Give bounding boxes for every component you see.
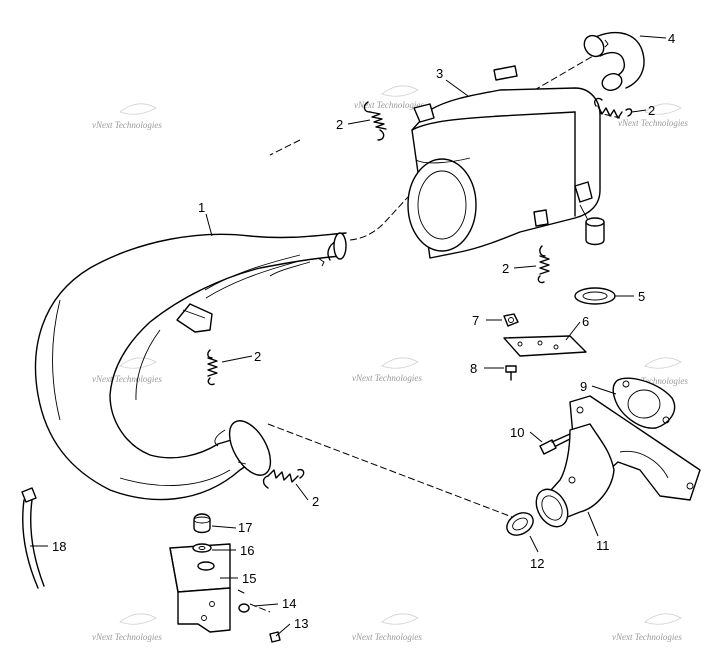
nut bbox=[503, 313, 519, 327]
silencer-tailpipe bbox=[583, 31, 645, 91]
watermark-text: vNext Technologies bbox=[354, 100, 424, 110]
silencer-grommet bbox=[574, 204, 616, 305]
bracket bbox=[503, 335, 587, 357]
callout-11: 11 bbox=[596, 538, 610, 553]
watermark-text: vNext Technologies bbox=[92, 632, 162, 642]
callouts: 1 2 2 2 2 2 3 4 5 6 7 8 9 10 11 12 13 14… bbox=[52, 31, 675, 631]
callout-17: 17 bbox=[238, 520, 252, 535]
watermark-text: vNext Technologies bbox=[612, 632, 682, 642]
callout-3: 3 bbox=[436, 66, 443, 81]
callout-6: 6 bbox=[582, 314, 589, 329]
watermark: vNext Technologies bbox=[92, 613, 162, 642]
callout-16: 16 bbox=[240, 543, 254, 558]
callout-2: 2 bbox=[336, 117, 343, 132]
callout-5: 5 bbox=[638, 289, 645, 304]
watermark-text: vNext Technologies bbox=[92, 374, 162, 384]
screw bbox=[505, 365, 517, 381]
washer bbox=[238, 603, 250, 613]
watermark: vNext Technologies bbox=[618, 103, 688, 128]
stud bbox=[539, 433, 573, 455]
callout-2: 2 bbox=[648, 103, 655, 118]
callout-8: 8 bbox=[470, 361, 477, 376]
callout-2: 2 bbox=[502, 261, 509, 276]
strap bbox=[21, 487, 45, 589]
mount-bracket bbox=[169, 543, 231, 633]
callout-4: 4 bbox=[668, 31, 675, 46]
watermark: vNext Technologies bbox=[352, 613, 422, 642]
gasket bbox=[612, 377, 676, 429]
callout-7: 7 bbox=[472, 313, 479, 328]
watermark: vNext Technologies bbox=[92, 357, 162, 384]
exhaust-spring bbox=[262, 468, 305, 489]
silencer bbox=[407, 65, 601, 259]
watermark: vNext Technologies bbox=[618, 357, 688, 386]
seal-ring bbox=[506, 512, 534, 536]
watermark-text: vNext Technologies bbox=[618, 376, 688, 386]
callout-9: 9 bbox=[580, 379, 587, 394]
watermark: vNext Technologies bbox=[354, 85, 424, 110]
rubber-mount bbox=[193, 513, 211, 534]
exhaust-spring bbox=[363, 101, 387, 141]
watermark-text: vNext Technologies bbox=[352, 632, 422, 642]
watermark-text: vNext Technologies bbox=[352, 373, 422, 383]
watermark: vNext Technologies bbox=[612, 613, 682, 642]
expansion-chamber bbox=[34, 232, 347, 501]
callout-10: 10 bbox=[510, 425, 524, 440]
exhaust-spring bbox=[593, 97, 633, 119]
callout-2: 2 bbox=[312, 494, 319, 509]
exhaust-manifold bbox=[535, 395, 701, 528]
callout-12: 12 bbox=[530, 556, 544, 571]
watermark: vNext Technologies bbox=[352, 357, 422, 383]
exhaust-spring bbox=[537, 245, 550, 284]
mount-washer bbox=[192, 543, 212, 553]
watermark-text: vNext Technologies bbox=[618, 118, 688, 128]
watermark-text: vNext Technologies bbox=[92, 120, 162, 130]
callout-2: 2 bbox=[254, 349, 261, 364]
leader-lines bbox=[30, 35, 667, 637]
watermarks: vNext Technologies vNext Technologies vN… bbox=[92, 85, 688, 642]
exhaust-spring bbox=[207, 349, 218, 386]
watermark: vNext Technologies bbox=[92, 103, 162, 130]
callout-1: 1 bbox=[198, 200, 205, 215]
callout-15: 15 bbox=[242, 571, 256, 586]
callout-14: 14 bbox=[282, 596, 296, 611]
callout-18: 18 bbox=[52, 539, 66, 554]
callout-13: 13 bbox=[294, 616, 308, 631]
